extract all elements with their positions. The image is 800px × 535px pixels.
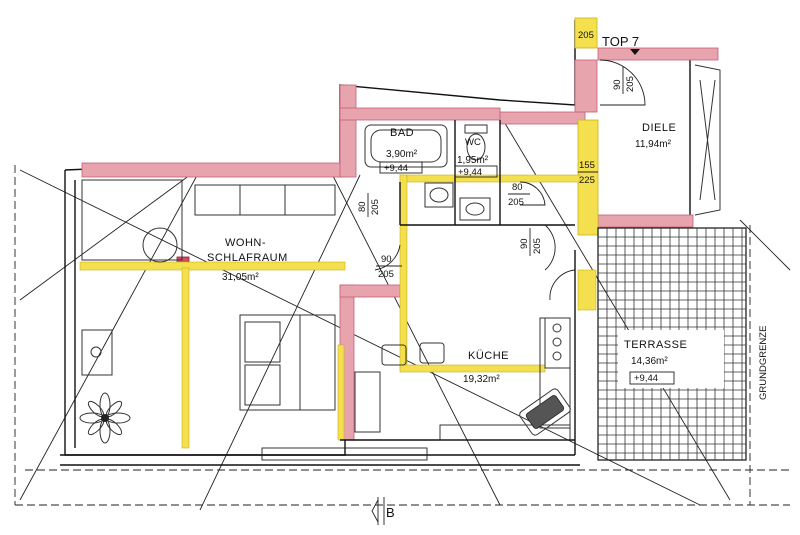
grundgrenze-label: GRUNDGRENZE (758, 326, 769, 400)
room-wohn-name-1: WOHN- (225, 237, 266, 249)
door-dim-diele-entry: 155 225 (578, 160, 598, 186)
room-kueche-name: KÜCHE (468, 350, 509, 362)
room-wohn-area: 31,05m² (222, 272, 259, 283)
door-dim-wc: 80 205 (508, 182, 530, 208)
unit-label: TOP 7 (602, 34, 639, 49)
svg-text:205: 205 (378, 269, 394, 280)
room-diele-name: DIELE (642, 122, 676, 134)
room-terrasse-height: +9,44 (634, 373, 658, 384)
top7-marker: TOP 7 (602, 34, 640, 55)
door-dim-wohn: 90 205 (376, 254, 402, 280)
room-wohn-name-2: SCHLAFRAUM (207, 252, 288, 264)
room-diele-area: 11,94m² (635, 139, 672, 150)
room-terrasse-area: 14,36m² (631, 356, 668, 367)
svg-text:205: 205 (532, 238, 543, 254)
top-opening-dim: 205 (578, 30, 594, 41)
svg-text:90: 90 (612, 79, 623, 90)
toilet-icon (464, 124, 488, 161)
svg-text:90: 90 (519, 238, 530, 249)
svg-text:90: 90 (381, 254, 392, 265)
red-wall-bad-left (339, 84, 357, 178)
svg-text:80: 80 (512, 182, 523, 193)
svg-text:205: 205 (370, 199, 381, 215)
section-marker: B (371, 497, 395, 525)
svg-text:205: 205 (625, 76, 636, 92)
terrace-label-backdrop (618, 330, 724, 388)
yellow-wall-center (399, 174, 408, 371)
room-wc-name: WC (465, 137, 481, 148)
room-wc-height: +9,44 (458, 167, 482, 178)
room-terrasse-name: TERRASSE (624, 339, 687, 351)
sink-icon (459, 197, 491, 221)
kitchen-counter (354, 317, 571, 433)
shelf-unit (194, 184, 336, 216)
section-letter: B (386, 505, 395, 520)
yellow-wall-top (574, 17, 598, 49)
yellow-wall-kitchen (399, 364, 546, 373)
door-swings (374, 59, 646, 301)
red-wall-kitchen-top (339, 284, 401, 298)
red-wall-diele-bottom (597, 214, 694, 228)
yellow-wall-left-post (181, 267, 190, 449)
door-dim-bad-left: 80 205 (357, 193, 381, 217)
room-wc-area: 1,95m² (457, 155, 489, 166)
yellow-wall-long (79, 261, 346, 271)
bed-icon (239, 314, 336, 411)
red-wall-top7 (597, 47, 719, 61)
svg-text:225: 225 (579, 175, 595, 186)
door-dim-kitchen: 90 205 (519, 228, 543, 256)
svg-text:205: 205 (508, 197, 524, 208)
svg-text:155: 155 (579, 160, 595, 171)
desk-icon (81, 329, 113, 376)
room-kueche-area: 19,32m² (463, 374, 500, 385)
chairs-icon (381, 342, 445, 366)
yellow-walls (79, 17, 599, 449)
red-wall-diele-left (574, 59, 598, 113)
yellow-wall-door (577, 269, 597, 311)
red-walls (81, 47, 719, 441)
wardrobe (81, 179, 183, 261)
door-dimensions: 90 205 80 205 80 205 90 205 90 205 155 2… (357, 30, 636, 280)
room-bad-area: 3,90m² (386, 149, 418, 160)
dining-table-icon (519, 388, 571, 436)
round-table (142, 227, 178, 263)
red-wall-top-left (81, 162, 346, 178)
terrace (597, 227, 747, 461)
plant-icon (79, 392, 131, 444)
svg-text:80: 80 (357, 201, 368, 212)
door-dim-diele: 90 205 (612, 66, 636, 94)
bath-sink-icon (424, 182, 454, 208)
room-labels: BAD 3,90m² +9,44 WC 1,95m² +9,44 DIELE 1… (207, 122, 687, 385)
yellow-wall-bad-bottom (399, 174, 581, 183)
red-wall-bad-top (339, 107, 501, 121)
room-bad-height: +9,44 (384, 163, 408, 174)
yellow-wall-right (337, 344, 345, 441)
room-bad-name: BAD (390, 127, 414, 139)
red-wall-upper-right (499, 111, 586, 125)
stove-icon (544, 317, 571, 369)
